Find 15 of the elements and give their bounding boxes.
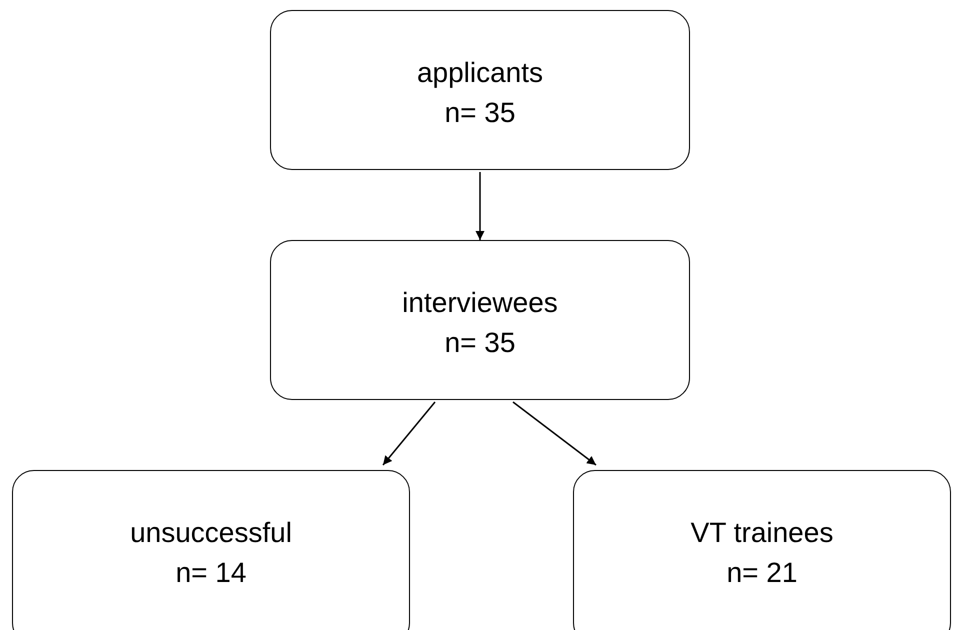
box-title: unsuccessful — [130, 516, 292, 550]
process-box — [12, 470, 410, 630]
count-label: n= 35 — [444, 96, 516, 130]
arrow — [512, 401, 596, 466]
count-label: n= 14 — [176, 556, 246, 590]
arrow — [382, 402, 436, 466]
box-title: VT trainees — [690, 516, 834, 550]
process-box — [270, 10, 690, 170]
box-title: interviewees — [402, 286, 558, 320]
arrow — [476, 172, 484, 240]
count-label: n= 21 — [726, 556, 798, 590]
box-title: applicants — [416, 56, 544, 90]
process-box — [270, 240, 690, 400]
count-label: n= 35 — [444, 326, 516, 360]
process-box — [573, 470, 951, 630]
